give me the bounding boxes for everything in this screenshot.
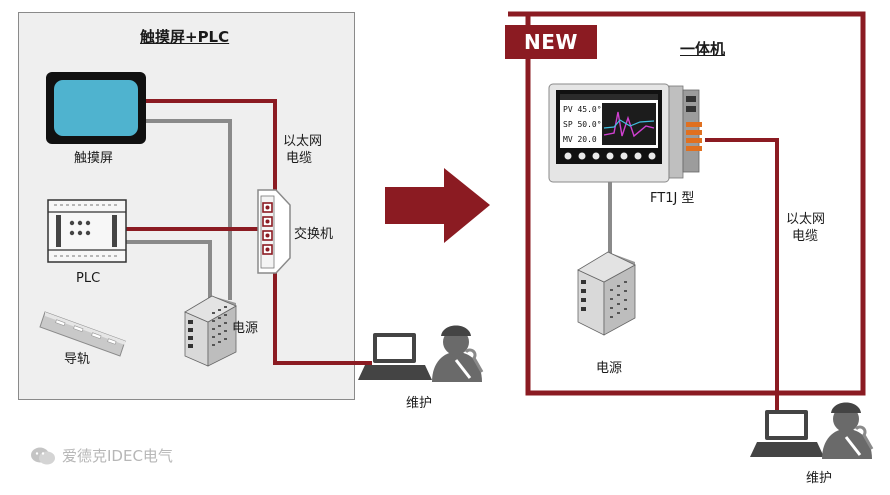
engineer-icon-right <box>822 402 874 459</box>
right-power-label: 电源 <box>596 361 623 376</box>
laptop-icon-right <box>750 410 824 457</box>
switch-label: 交换机 <box>294 227 334 242</box>
left-maintenance-label: 维护 <box>406 396 433 411</box>
arrow-right-icon <box>385 168 490 243</box>
network-switch-icon <box>257 189 291 274</box>
right-maintenance-label: 维护 <box>806 471 833 486</box>
new-frame-border <box>508 11 866 396</box>
right-ethernet-label-1: 以太网 <box>786 212 826 227</box>
device-label: FT1J 型 <box>650 191 695 206</box>
power-cable-gray <box>126 119 232 300</box>
left-power-label: 电源 <box>232 321 259 336</box>
new-badge: NEW <box>505 25 597 59</box>
touchscreen-icon <box>46 72 146 144</box>
engineer-icon <box>432 325 484 382</box>
watermark-text: 爱德克IDEC电气 <box>62 447 173 465</box>
right-ethernet-label-2: 电缆 <box>792 229 819 244</box>
left-ethernet-label-2: 电缆 <box>286 151 313 166</box>
power-supply-icon-right <box>577 251 636 336</box>
din-rail-icon <box>39 311 126 357</box>
ethernet-cable-red-right <box>705 138 790 414</box>
screen-readout-pv: PV 45.0°C <box>563 105 607 114</box>
ethernet-cable-red <box>126 99 372 365</box>
rail-label: 导轨 <box>64 352 91 367</box>
ft1j-device-icon: PV 45.0°C SP 50.0°C MV 20.0 <box>548 83 702 183</box>
plc-label: PLC <box>76 271 101 286</box>
watermark: 爱德克IDEC电气 <box>30 445 173 466</box>
left-title: 触摸屏+PLC <box>140 28 230 46</box>
wechat-icon <box>31 447 55 464</box>
power-supply-icon <box>184 295 237 367</box>
left-ethernet-label-1: 以太网 <box>283 134 323 149</box>
touchscreen-label: 触摸屏 <box>74 151 114 166</box>
right-title: 一体机 <box>680 40 726 58</box>
plc-icon <box>47 199 127 263</box>
screen-readout-sp: SP 50.0°C <box>563 120 607 129</box>
screen-readout-mv: MV 20.0 <box>563 135 597 144</box>
laptop-icon <box>358 333 432 380</box>
